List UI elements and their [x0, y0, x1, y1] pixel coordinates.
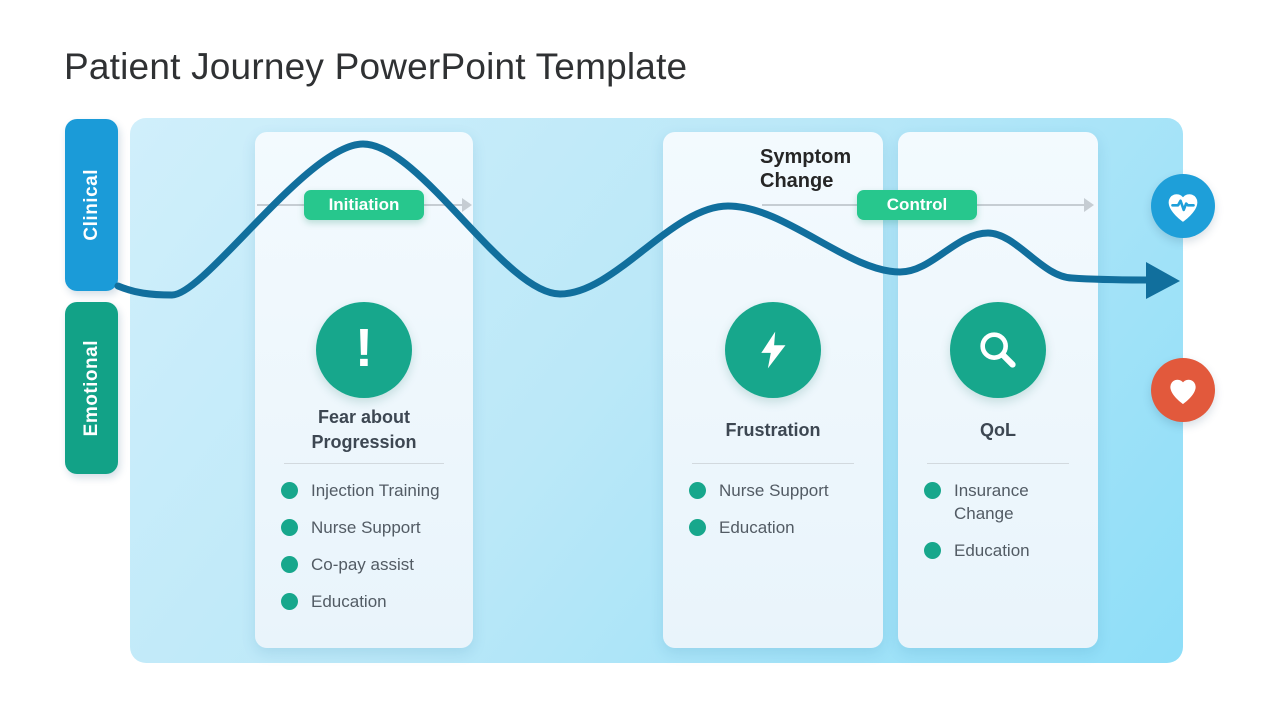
badge-label: Control — [886, 195, 948, 214]
stage-card-symptom-change[interactable]: Frustration Nurse Support Education — [663, 132, 883, 648]
bullet-icon — [924, 542, 941, 559]
tab-clinical-label: Clinical — [80, 169, 102, 241]
page-title: Patient Journey PowerPoint Template — [64, 46, 688, 87]
bullet-icon — [689, 482, 706, 499]
magnifier-icon — [980, 332, 1016, 368]
emotion-circle — [950, 302, 1046, 398]
card-heading: Frustration — [725, 419, 821, 440]
emotion-circle — [725, 302, 821, 398]
list-item: Education — [689, 516, 869, 539]
list-item: Co-pay assist — [281, 553, 459, 576]
bullet-icon — [281, 519, 298, 536]
list-item: Nurse Support — [689, 479, 869, 502]
tab-emotional[interactable]: Emotional — [65, 302, 118, 474]
list-item: Nurse Support — [281, 516, 459, 539]
card-item-list: Nurse Support Education — [689, 479, 869, 553]
list-item: Education — [924, 539, 1084, 562]
card-heading: QoL — [980, 419, 1016, 440]
list-item: Education — [281, 590, 459, 613]
lightning-icon — [761, 331, 786, 369]
connector-arrow-icon — [1084, 198, 1094, 212]
bullet-icon — [924, 482, 941, 499]
divider — [692, 463, 854, 464]
emotion-circle: ! — [316, 302, 412, 398]
bullet-icon — [689, 519, 706, 536]
heart-pulse-icon — [1168, 194, 1198, 222]
list-item: Injection Training — [281, 479, 459, 502]
bullet-icon — [281, 482, 298, 499]
badge-control[interactable]: Control — [857, 190, 977, 220]
annotation-symptom-change: Symptom Change — [760, 146, 852, 192]
badge-label: Initiation — [328, 195, 400, 214]
tab-clinical[interactable]: Clinical — [65, 119, 118, 291]
divider — [284, 463, 444, 464]
divider — [927, 463, 1069, 464]
exclamation-icon: ! — [355, 318, 373, 378]
heart-pulse-button[interactable] — [1151, 174, 1215, 238]
badge-initiation[interactable]: Initiation — [304, 190, 424, 220]
bullet-icon — [281, 556, 298, 573]
bullet-icon — [281, 593, 298, 610]
heart-icon — [1170, 379, 1196, 404]
tab-emotional-label: Emotional — [80, 339, 102, 437]
heart-button[interactable] — [1151, 358, 1215, 422]
card-item-list: Insurance Change Education — [924, 479, 1084, 576]
connector-arrow-icon — [462, 198, 472, 212]
card-heading: Fear about Progression — [311, 407, 417, 452]
list-item: Insurance Change — [924, 479, 1084, 525]
card-item-list: Injection Training Nurse Support Co-pay … — [281, 479, 459, 627]
